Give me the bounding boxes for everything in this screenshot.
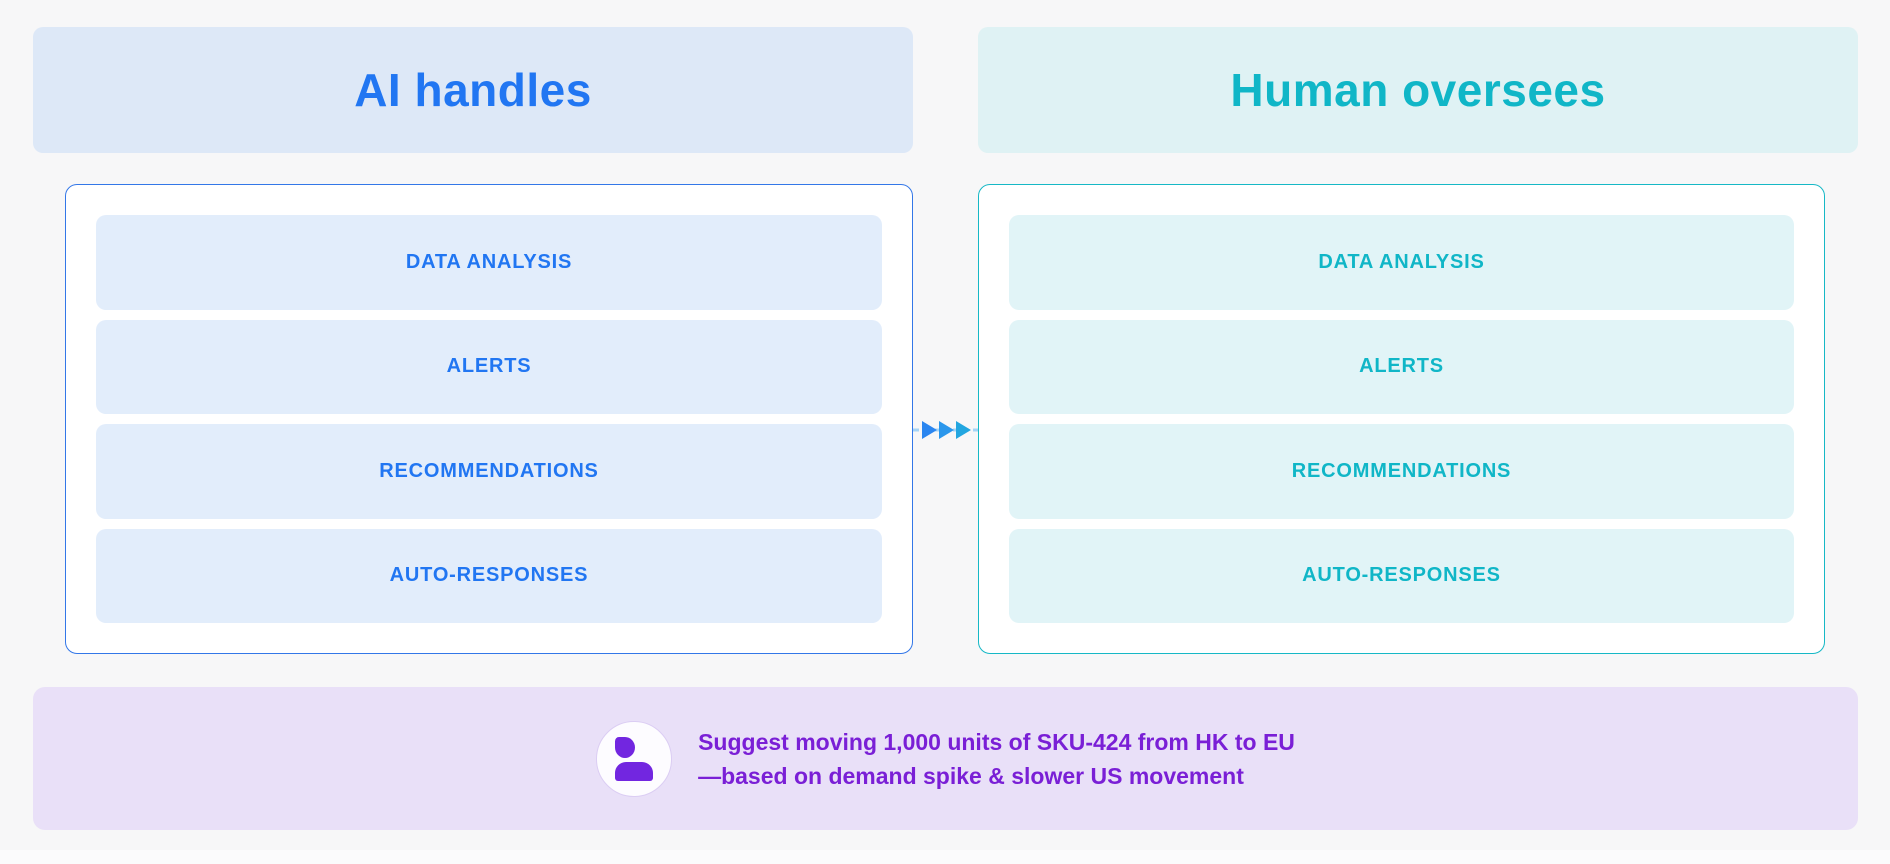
footer-strip	[0, 850, 1890, 864]
ai-handles-header-label: AI handles	[354, 64, 592, 116]
human-pill-data-analysis: DATA ANALYSIS	[1009, 215, 1794, 310]
example-callout: Suggest moving 1,000 units of SKU-424 fr…	[33, 687, 1858, 830]
human-oversees-header: Human oversees	[978, 27, 1858, 153]
avatar	[596, 720, 673, 797]
example-callout-line1: Suggest moving 1,000 units of SKU-424 fr…	[698, 728, 1295, 755]
human-capabilities-panel: DATA ANALYSIS ALERTS RECOMMENDATIONS AUT…	[978, 184, 1825, 654]
ai-pill-auto-responses: AUTO-RESPONSES	[96, 528, 882, 623]
ai-pill-alerts: ALERTS	[96, 319, 882, 414]
person-icon	[615, 736, 654, 781]
ai-pill-data-analysis: DATA ANALYSIS	[96, 215, 882, 310]
ai-capabilities-panel: DATA ANALYSIS ALERTS RECOMMENDATIONS AUT…	[65, 184, 913, 654]
human-pill-alerts: ALERTS	[1009, 319, 1794, 414]
ai-pill-recommendations: RECOMMENDATIONS	[96, 424, 882, 519]
ai-handles-header: AI handles	[33, 27, 913, 153]
human-oversees-header-label: Human oversees	[1230, 64, 1606, 116]
flow-arrows-icon	[913, 417, 978, 443]
human-pill-auto-responses: AUTO-RESPONSES	[1009, 528, 1794, 623]
human-pill-recommendations: RECOMMENDATIONS	[1009, 424, 1794, 519]
example-callout-line2: —based on demand spike & slower US movem…	[698, 762, 1244, 789]
example-callout-text: Suggest moving 1,000 units of SKU-424 fr…	[698, 725, 1295, 793]
